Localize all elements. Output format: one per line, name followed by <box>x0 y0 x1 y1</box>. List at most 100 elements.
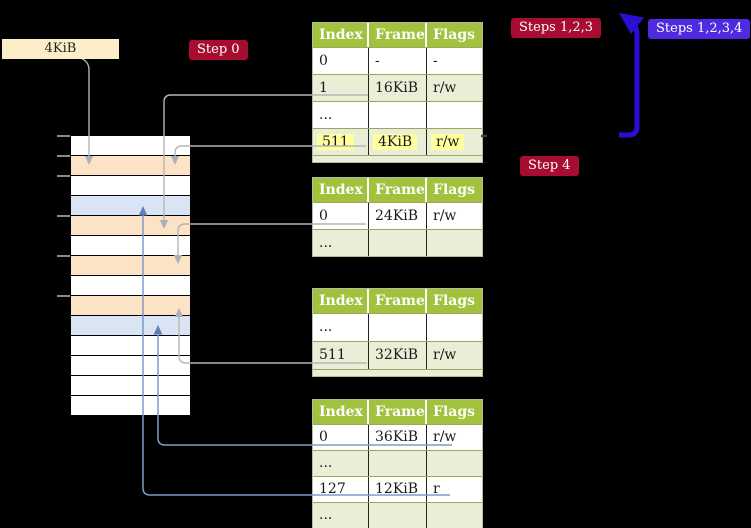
cell-flags: - <box>433 53 438 69</box>
cell-flags <box>427 230 481 256</box>
cell-index: 0 <box>313 203 369 229</box>
column-header-frame: Frame <box>369 23 427 47</box>
table-row: ... <box>313 229 482 256</box>
memory-tick <box>57 155 70 157</box>
cell-frame <box>369 451 427 476</box>
table-row: 511 4KiB r/w <box>313 128 482 155</box>
column-header-index: Index <box>313 178 369 202</box>
clipped-table-row <box>313 369 482 376</box>
cell-index: 0 <box>313 425 369 450</box>
column-header-frame: Frame <box>369 289 427 313</box>
cell-index: 511 <box>313 129 369 155</box>
memory-row-white <box>71 396 190 415</box>
physical-memory-column <box>70 135 191 416</box>
memory-row-white <box>71 336 190 356</box>
column-header-flags: Flags <box>433 27 475 43</box>
page-size-label: 4KiB <box>2 39 119 59</box>
memory-row-white <box>71 236 190 256</box>
cell-index: ... <box>313 503 369 528</box>
cell-frame: - <box>369 48 427 74</box>
memory-row-blue <box>71 316 190 336</box>
steps-loop-arrow <box>619 20 640 138</box>
column-header-frame: Frame <box>369 400 427 424</box>
column-header-index: Index <box>313 289 369 313</box>
cell-flags: r/w <box>433 429 457 445</box>
cell-frame: 16KiB <box>369 75 427 101</box>
memory-tick <box>57 215 70 217</box>
column-header-frame: Frame <box>369 178 427 202</box>
cell-index: 127 <box>313 477 369 502</box>
step-0-label: Step 0 <box>189 40 248 60</box>
memory-tick <box>57 255 70 257</box>
cell-index: ... <box>313 230 369 256</box>
column-header-index: Index <box>313 23 369 47</box>
cell-frame: 36KiB <box>369 425 427 450</box>
table-row: ... <box>313 450 482 476</box>
cell-flags: r/w <box>427 129 481 155</box>
table-row: ... <box>313 502 482 528</box>
cell-flags <box>427 314 481 341</box>
column-header-index: Index <box>313 400 369 424</box>
highlighted-value: r/w <box>431 134 465 150</box>
cell-frame <box>369 102 427 128</box>
cell-frame <box>369 230 427 256</box>
memory-row-white <box>71 276 190 296</box>
memory-tick <box>57 135 70 137</box>
column-header-flags: Flags <box>433 404 475 420</box>
cell-flags: r/w <box>433 208 457 224</box>
table-row: ... <box>313 101 482 128</box>
cell-flags <box>427 102 481 128</box>
cell-index: 511 <box>313 342 369 369</box>
memory-row-peach <box>71 256 190 276</box>
cell-index: ... <box>313 102 369 128</box>
memory-tick <box>57 295 70 297</box>
clipped-table-row <box>313 155 482 162</box>
steps-loop-arrowhead <box>619 13 644 34</box>
steps-1234-label: Steps 1,2,3,4 <box>648 19 751 39</box>
cell-index: ... <box>313 451 369 476</box>
cell-flags <box>427 451 481 476</box>
highlighted-value: 4KiB <box>373 134 418 150</box>
cell-flags <box>427 503 481 528</box>
column-header-flags: Flags <box>433 293 475 309</box>
memory-row-peach <box>71 156 190 176</box>
steps-123-label: Steps 1,2,3 <box>511 18 602 38</box>
memory-tick <box>57 175 70 177</box>
memory-row-peach <box>71 296 190 316</box>
cell-flags: r <box>433 481 440 497</box>
cell-flags: r/w <box>433 347 457 363</box>
cell-frame: 4KiB <box>369 129 427 155</box>
cell-index: ... <box>313 314 369 341</box>
memory-row-blue <box>71 196 190 216</box>
column-header-flags: Flags <box>433 182 475 198</box>
memory-row-white <box>71 376 190 396</box>
cell-flags: r/w <box>433 80 457 96</box>
cell-frame: 32KiB <box>369 342 427 369</box>
highlighted-value: 511 <box>317 134 354 150</box>
step-4-label: Step 4 <box>520 156 579 176</box>
cell-index: 1 <box>313 75 369 101</box>
memory-row-white <box>71 136 190 156</box>
memory-row-white <box>71 356 190 376</box>
cell-frame: 24KiB <box>369 203 427 229</box>
table-row: ... <box>313 313 482 341</box>
cell-frame <box>369 314 427 341</box>
cell-index: 0 <box>313 48 369 74</box>
cell-frame: 12KiB <box>369 477 427 502</box>
memory-row-peach <box>71 216 190 236</box>
cell-frame <box>369 503 427 528</box>
